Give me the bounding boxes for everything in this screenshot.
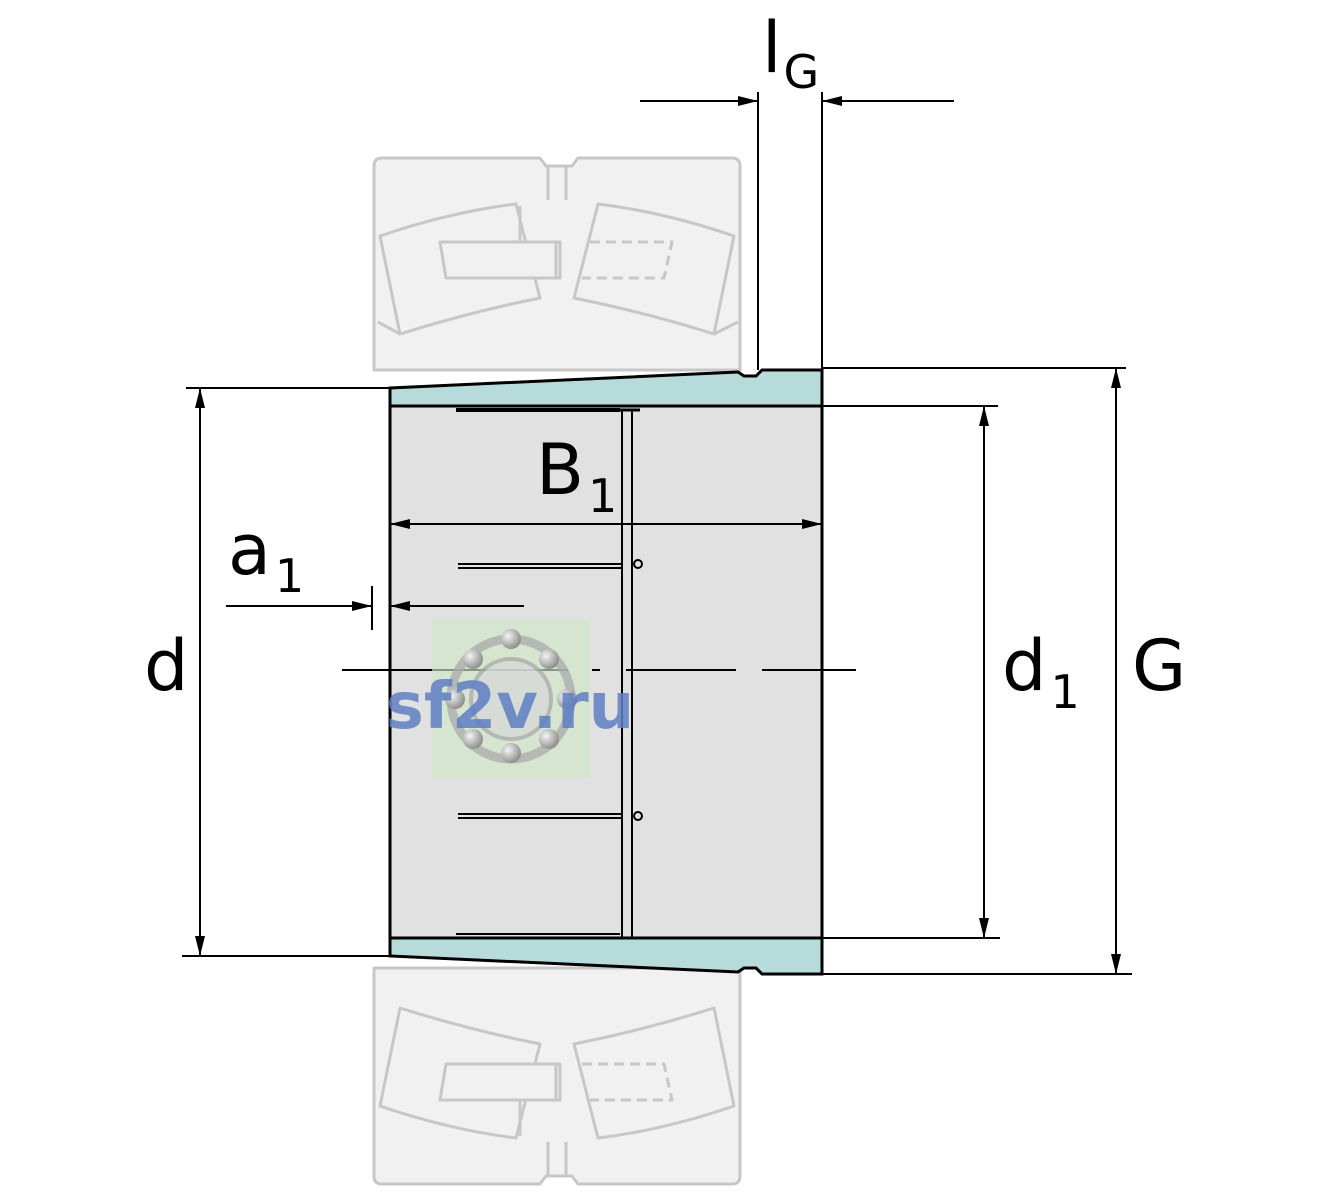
bearing-cage-bottom [438,1062,562,1102]
label-g: G [1132,625,1186,707]
dimension-labels: lG B1 a1 d d1 G [144,7,1186,719]
bearing-ghost [372,156,742,1186]
sleeve-taper-top [388,368,824,408]
label-d1: d1 [1002,625,1080,719]
watermark: sf2v.ru [386,620,634,778]
watermark-text: sf2v.ru [386,670,634,744]
label-b1: B1 [536,429,617,523]
bearing-inner-ring-top [377,320,739,336]
bearing-roller-bottom-right [572,1006,736,1140]
bearing-roller-top-right [572,202,736,336]
label-d: d [144,625,188,707]
label-a1: a1 [228,509,304,603]
label-lg: lG [762,7,819,99]
bearing-cage-top [438,240,562,280]
dimension-lines [182,92,1132,975]
